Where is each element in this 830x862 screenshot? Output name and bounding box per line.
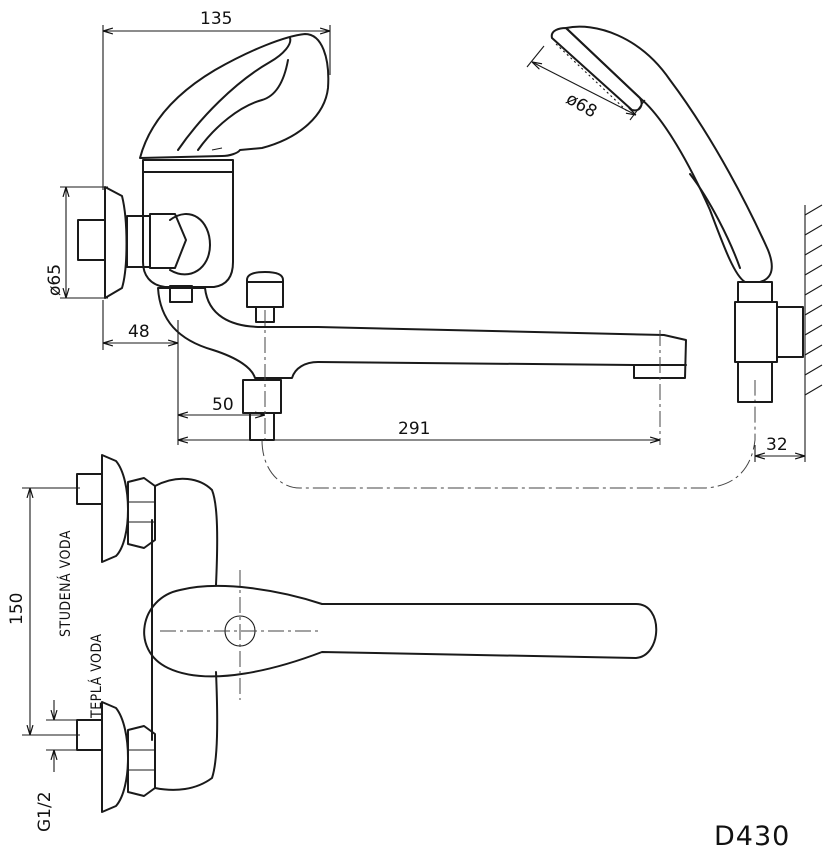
mixer-body [142,159,234,288]
upper-flange [76,454,156,563]
dim-50-label: 50 [212,395,234,415]
hose-connector [242,379,282,441]
front-view: STUDENÁ VODA TEPLÁ VODA 150 G1/2 [7,454,658,832]
dim-135: 135 [102,9,331,190]
dim-48-label: 48 [128,322,150,342]
body-fitting [169,285,193,303]
dim-50: 50 [178,395,265,415]
dim-flange-diameter-label: ø65 [45,264,65,296]
dim-291: 291 [178,419,660,440]
wall-flange [77,186,187,299]
dim-32-label: 32 [766,435,788,455]
dim-flange-diameter: ø65 [45,186,108,299]
dim-150: 150 [7,487,80,736]
cold-water-label: STUDENÁ VODA [57,530,74,637]
dim-32: 32 [754,410,806,462]
dim-135-label: 135 [200,9,232,29]
side-view: 135 ø68 ø65 48 50 291 [45,9,823,489]
front-body [151,477,219,791]
wall-hatch [804,204,823,410]
dim-48: 48 [102,300,179,445]
dim-thread-label: G1/2 [35,791,55,832]
lever-handle [139,33,330,159]
shower-head [550,25,804,403]
hose-path [261,380,756,489]
dim-150-label: 150 [7,593,27,625]
dim-291-label: 291 [398,419,430,439]
model-code: D430 [714,821,790,852]
spout [157,287,687,379]
dim-shower-diameter: ø68 [526,45,646,122]
dim-thread: G1/2 [35,700,78,832]
hot-water-label: TEPLÁ VODA [88,633,105,719]
